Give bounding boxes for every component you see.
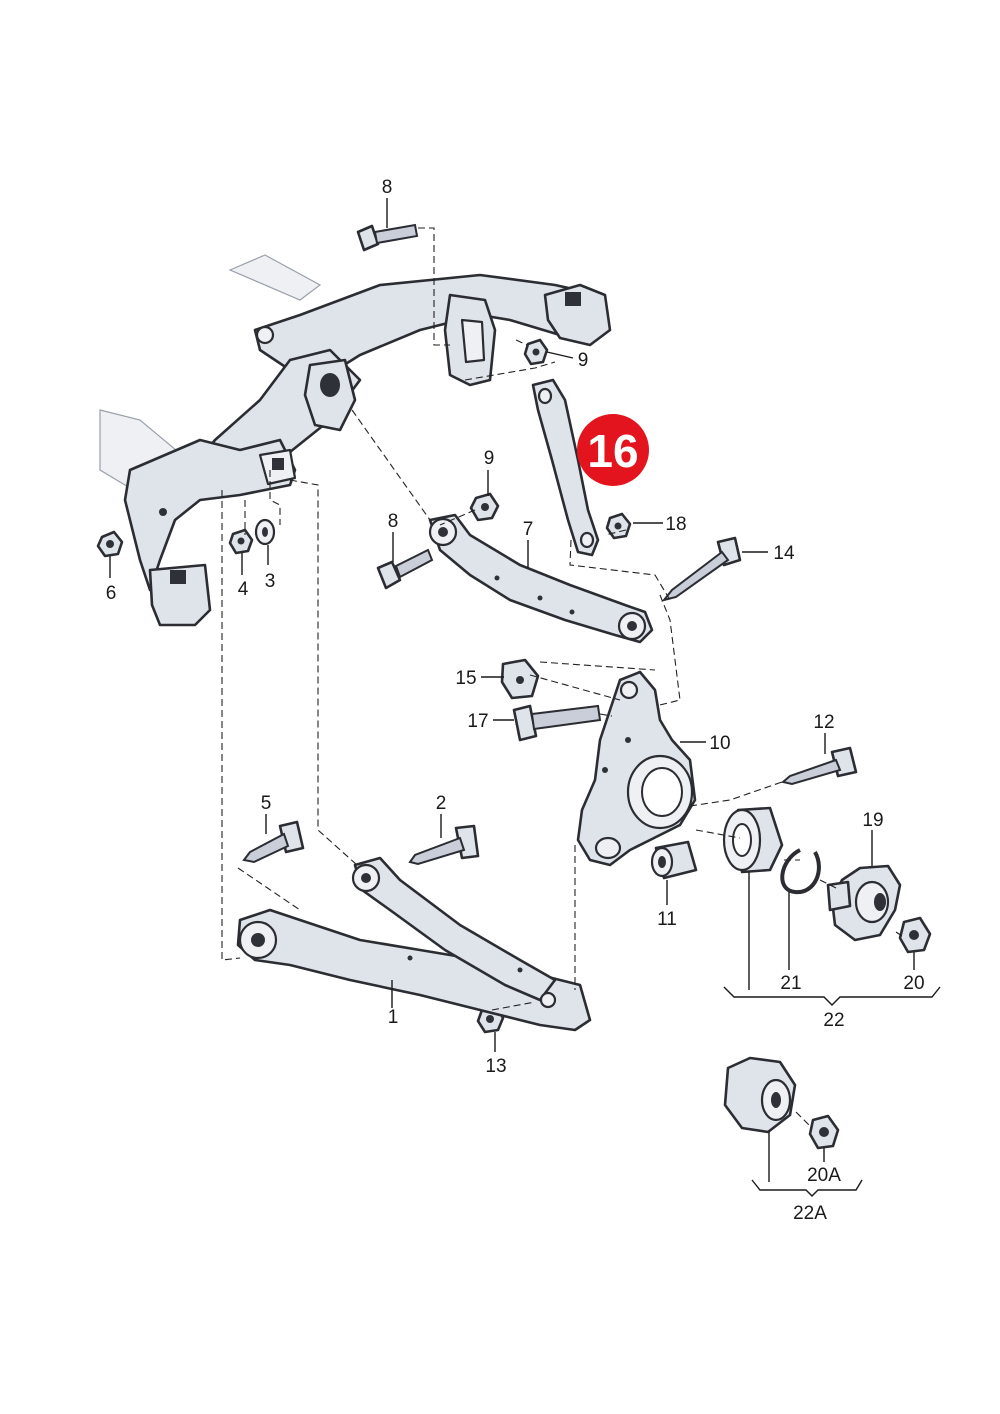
circlip-21 (780, 848, 821, 895)
highlight-badge-label: 16 (587, 425, 638, 477)
bolt-17 (512, 704, 602, 742)
nut-6 (96, 530, 124, 558)
label-10: 10 (709, 733, 730, 754)
part-labels: 8 9 9 18 8 7 14 6 4 3 15 17 10 12 5 2 19… (106, 177, 925, 1224)
label-21: 21 (780, 973, 801, 994)
bolt-8-top (356, 223, 419, 252)
nut-9-upper (523, 338, 549, 366)
nut-20 (898, 916, 932, 954)
label-1: 1 (388, 1007, 399, 1028)
label-8-top: 8 (382, 177, 393, 198)
label-20A: 20A (807, 1165, 841, 1186)
label-2: 2 (436, 793, 447, 814)
label-18: 18 (665, 514, 686, 535)
nut-20A (808, 1114, 840, 1150)
label-3: 3 (265, 571, 276, 592)
label-9-lower: 9 (484, 448, 495, 469)
label-12: 12 (813, 712, 834, 733)
bolt-14 (661, 536, 742, 602)
leader-lines (109, 198, 941, 1197)
hub-22A (723, 1056, 797, 1134)
label-9-upper: 9 (578, 350, 589, 371)
assembly-lines (221, 227, 903, 1129)
bolt-8-lower (376, 548, 434, 590)
part-16-link (531, 378, 600, 557)
label-7: 7 (523, 519, 534, 540)
nut-4 (228, 528, 254, 555)
label-22: 22 (823, 1010, 844, 1031)
label-20: 20 (903, 973, 924, 994)
part-7-control-arm (428, 513, 654, 644)
label-8-lower: 8 (388, 511, 399, 532)
label-6: 6 (106, 583, 117, 604)
label-4: 4 (238, 579, 249, 600)
subframe (99, 254, 612, 627)
bolt-5 (242, 820, 305, 864)
label-11: 11 (657, 909, 677, 930)
highlight-badge-16: 16 (577, 414, 649, 486)
bearing-22 (722, 806, 784, 874)
label-22A: 22A (793, 1203, 827, 1224)
washer-3 (254, 518, 276, 546)
part-1-lower-arm (236, 856, 592, 1032)
bolt-12 (780, 746, 858, 786)
nut-18 (605, 512, 632, 540)
label-5: 5 (261, 793, 272, 814)
hub-19 (826, 864, 902, 942)
bolt-2 (408, 824, 480, 866)
bushing-11 (650, 840, 698, 880)
part-10-wheel-carrier (576, 670, 697, 867)
label-17: 17 (467, 711, 488, 732)
bracket-15 (500, 658, 540, 700)
label-14: 14 (773, 543, 795, 564)
label-19: 19 (862, 810, 883, 831)
label-13: 13 (485, 1056, 506, 1077)
label-15: 15 (455, 668, 476, 689)
nut-9-lower (469, 492, 500, 522)
